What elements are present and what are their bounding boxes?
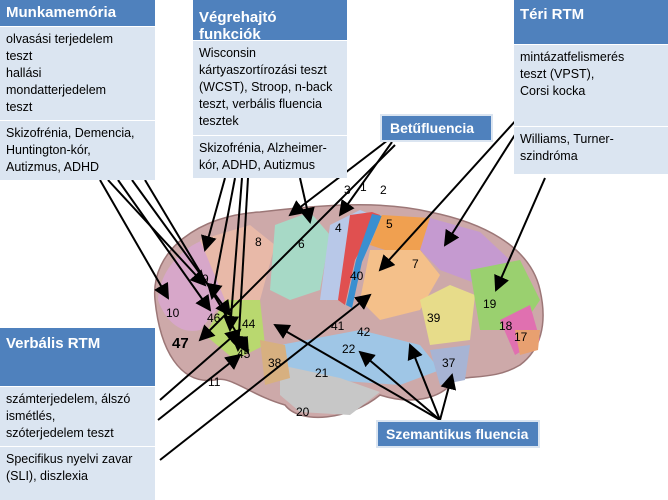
svg-text:2: 2 — [380, 183, 387, 197]
verbalis-title: Verbális RTM — [0, 328, 155, 386]
svg-text:37: 37 — [442, 356, 456, 370]
szemantikus-fluencia-label: Szemantikus fluencia — [376, 420, 540, 448]
svg-text:17: 17 — [514, 330, 528, 344]
svg-text:39: 39 — [427, 311, 441, 325]
svg-text:3: 3 — [344, 183, 351, 197]
svg-text:10: 10 — [166, 306, 180, 320]
svg-text:46: 46 — [207, 311, 221, 325]
munkamemoria-box: Munkamemória olvasási terjedelem teszt h… — [0, 0, 155, 180]
svg-text:18: 18 — [499, 319, 513, 333]
vegrehajto-box: Végrehajtó funkciók Wisconsin kártyaszor… — [193, 0, 347, 178]
teri-disorders: Williams, Turner- szindróma — [514, 126, 668, 174]
svg-text:42: 42 — [357, 325, 371, 339]
svg-text:20: 20 — [296, 405, 310, 419]
arrows-vegrehajto — [201, 177, 315, 352]
vegrehajto-tests: Wisconsin kártyaszortírozási teszt (WCST… — [193, 40, 347, 135]
munkamemoria-title: Munkamemória — [0, 0, 155, 26]
arrows-szemantikus — [273, 324, 457, 421]
svg-text:6: 6 — [298, 237, 305, 251]
svg-text:40: 40 — [350, 269, 364, 283]
svg-text:5: 5 — [386, 217, 393, 231]
arrows-verbalis — [157, 293, 372, 461]
teri-box: Téri RTM mintázatfelismerés teszt (VPST)… — [514, 0, 668, 174]
svg-text:4: 4 — [335, 221, 342, 235]
teri-tests: mintázatfelismerés teszt (VPST), Corsi k… — [514, 44, 668, 126]
svg-text:1: 1 — [360, 180, 367, 194]
svg-text:47: 47 — [172, 335, 189, 352]
arrows-teri — [378, 117, 546, 292]
teri-title: Téri RTM — [514, 0, 668, 44]
svg-text:19: 19 — [483, 297, 497, 311]
betufluencia-label: Betűfluencia — [380, 114, 493, 142]
vegrehajto-title: Végrehajtó funkciók — [193, 0, 347, 43]
munkamemoria-disorders: Skizofrénia, Demencia, Huntington-kór, A… — [0, 120, 155, 180]
munkamemoria-tests: olvasási terjedelem teszt hallási mondat… — [0, 26, 155, 120]
vegrehajto-disorders: Skizofrénia, Alzheimer- kór, ADHD, Autiz… — [193, 135, 347, 178]
svg-text:21: 21 — [315, 366, 329, 380]
svg-text:8: 8 — [255, 235, 262, 249]
svg-text:44: 44 — [242, 317, 256, 331]
verbalis-box: Verbális RTM számterjedelem, álszó ismét… — [0, 328, 155, 500]
svg-text:7: 7 — [412, 257, 419, 271]
svg-text:11: 11 — [208, 375, 221, 389]
verbalis-tests: számterjedelem, álszó ismétlés, szóterje… — [0, 386, 155, 446]
svg-text:22: 22 — [342, 342, 356, 356]
verbalis-disorders: Specifikus nyelvi zavar (SLI), diszlexia — [0, 446, 155, 500]
svg-text:38: 38 — [268, 356, 282, 370]
